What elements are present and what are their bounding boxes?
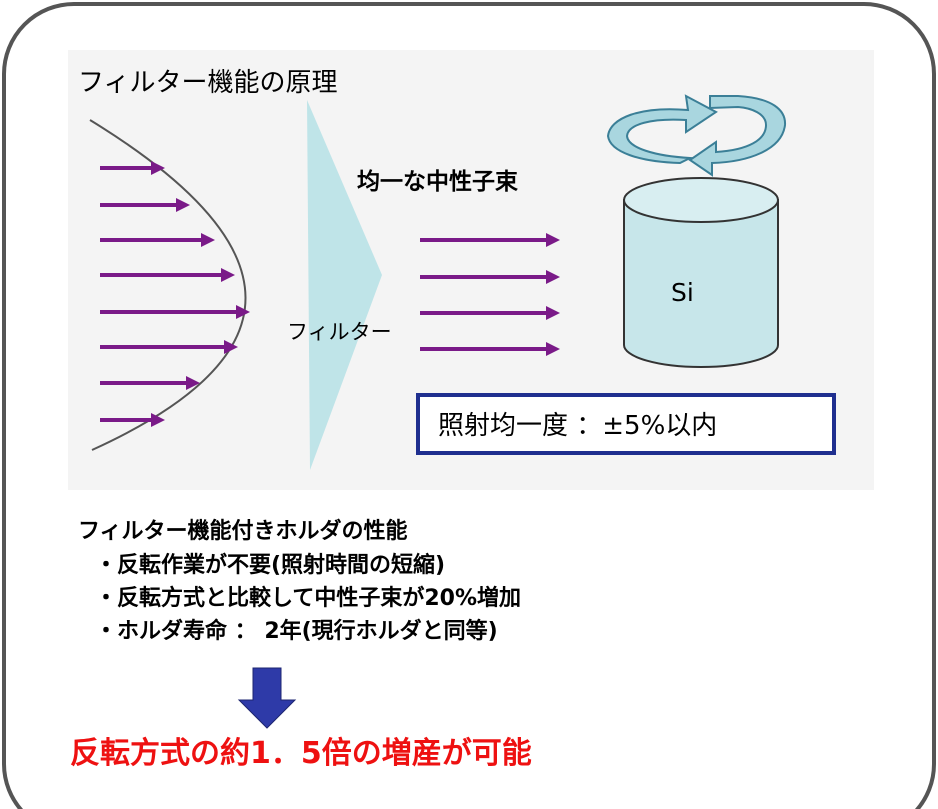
down-arrow-icon	[237, 667, 297, 729]
si-label: Si	[671, 278, 694, 307]
conclusion-text: 反転方式の約1．5倍の増産が可能	[70, 736, 532, 771]
arrow	[420, 342, 560, 356]
arrow	[100, 376, 200, 390]
arrow	[420, 306, 560, 320]
rotation-arrows-icon	[606, 94, 787, 177]
arrow	[100, 233, 215, 247]
arrow	[100, 340, 238, 354]
uniformity-box	[416, 393, 836, 455]
filter-label: フィルター	[287, 320, 392, 344]
diagram-title: フィルター機能の原理	[78, 68, 338, 98]
si-cylinder	[623, 177, 779, 368]
arrow	[420, 233, 560, 247]
filter-triangle	[307, 100, 382, 470]
performance-item: ・反転方式と比較して中性子束が20%増加	[95, 586, 521, 611]
arrow	[100, 413, 165, 427]
arrow	[100, 305, 250, 319]
performance-item: ・反転作業が不要(照射時間の短縮)	[95, 553, 446, 578]
uniformity-text: 照射均一度 ：±5%以内	[438, 411, 718, 441]
arrow	[100, 161, 165, 175]
arrow	[100, 268, 235, 282]
arrow	[100, 198, 190, 212]
performance-title: フィルター機能付きホルダの性能	[78, 519, 408, 544]
profile-curve	[89, 119, 247, 451]
outgoing-arrows	[420, 233, 560, 356]
arrow	[420, 270, 560, 284]
performance-item: ・ホルダ寿命 ： 2年(現行ホルダと同等)	[95, 619, 498, 644]
uniform-beam-label: 均一な中性子束	[357, 169, 518, 195]
incoming-arrows	[100, 161, 250, 427]
